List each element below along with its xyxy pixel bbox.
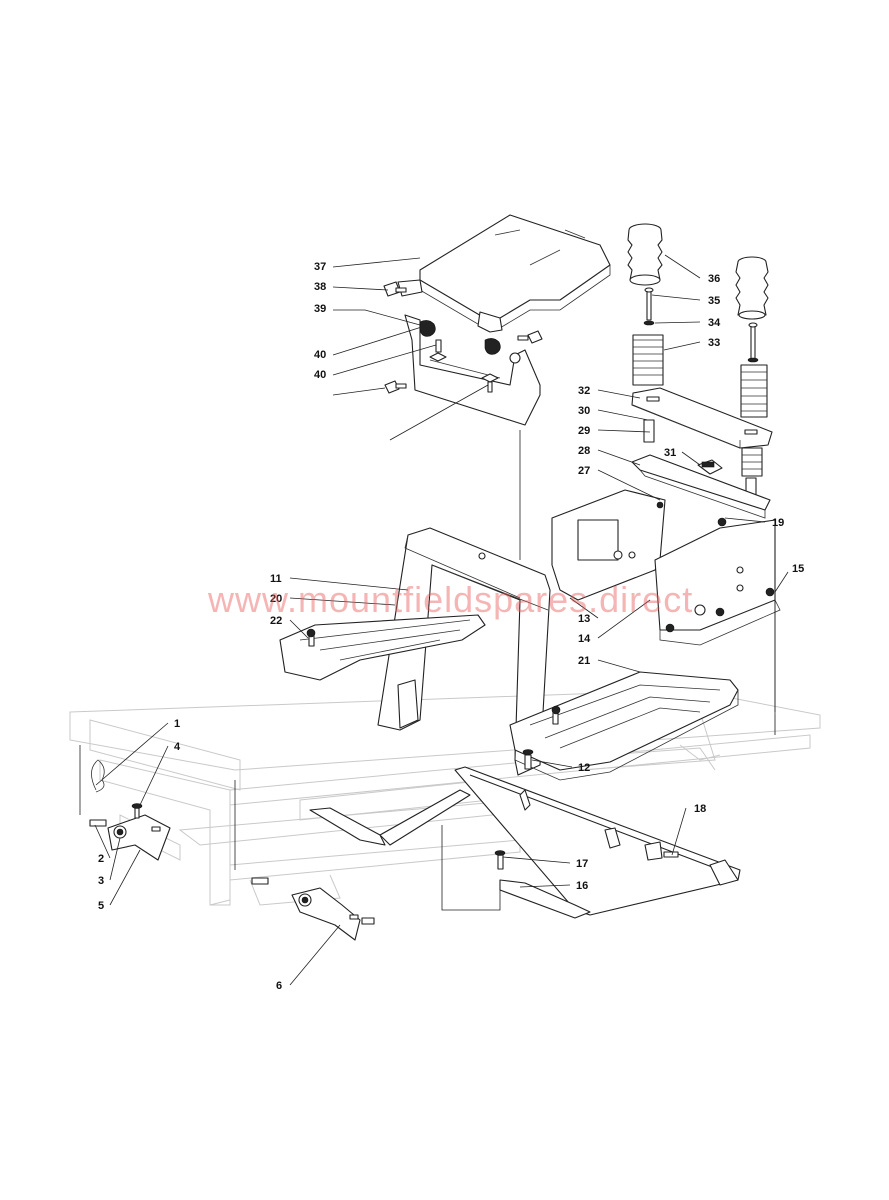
callout-4: 4 [174, 741, 181, 753]
callout-20: 20 [270, 593, 282, 605]
seat-pan [397, 214, 611, 333]
callout-32: 34 [708, 317, 721, 329]
callout-15: 15 [792, 563, 804, 575]
callout-36: 38 [314, 281, 326, 293]
watermark-text: www.mountfieldspares.direct [207, 579, 693, 620]
callout-19: 19 [772, 517, 784, 529]
slide-rail [631, 454, 771, 519]
rear-frame [377, 527, 551, 776]
callout-1: 1 [174, 718, 180, 730]
callout-25: 27 [578, 465, 590, 477]
callout-39: 40 [314, 369, 326, 381]
callout-11: 11 [270, 573, 282, 585]
callout-21: 21 [578, 655, 590, 667]
callout-26: 28 [578, 445, 590, 457]
left-footboard [279, 614, 486, 681]
callout-38: 40 [314, 349, 326, 361]
seat-bracket-plate [383, 281, 543, 426]
callout-18: 18 [694, 803, 706, 815]
callout-17: 17 [576, 858, 588, 870]
callout-28: 30 [578, 405, 590, 417]
spring-assemblies [632, 287, 768, 501]
callout-31: 33 [708, 337, 720, 349]
callout-14: 14 [578, 633, 591, 645]
callout-16: 16 [576, 880, 588, 892]
callout-labels: 37 38 39 40 40 36 35 34 33 32 30 29 28 2… [98, 261, 804, 992]
callout-33: 35 [708, 295, 720, 307]
right-footboard [509, 671, 739, 781]
callout-12: 12 [578, 762, 590, 774]
spring-plate [631, 387, 773, 449]
callout-37: 39 [314, 303, 326, 315]
bellows-right [735, 256, 769, 320]
bolt-12 [522, 749, 534, 770]
callout-13: 13 [578, 613, 590, 625]
callout-22: 22 [270, 615, 282, 627]
callout-27: 29 [578, 425, 590, 437]
alignment-lines [79, 430, 776, 911]
callout-2: 2 [98, 853, 104, 865]
callout-5: 5 [98, 900, 104, 912]
callout-30: 32 [578, 385, 590, 397]
callout-35: 37 [314, 261, 326, 273]
pivot-bracket-left [89, 759, 171, 861]
linkage-rods [309, 766, 741, 919]
seat-support-box [551, 489, 781, 646]
callout-34: 36 [708, 273, 720, 285]
callout-6: 6 [276, 980, 282, 992]
callout-leaders [94, 254, 789, 986]
bellows-pair [627, 223, 769, 320]
bellows-left [627, 223, 663, 286]
pivot-bracket-right [251, 877, 375, 941]
callout-3: 3 [98, 875, 104, 887]
callout-29: 31 [664, 447, 676, 459]
